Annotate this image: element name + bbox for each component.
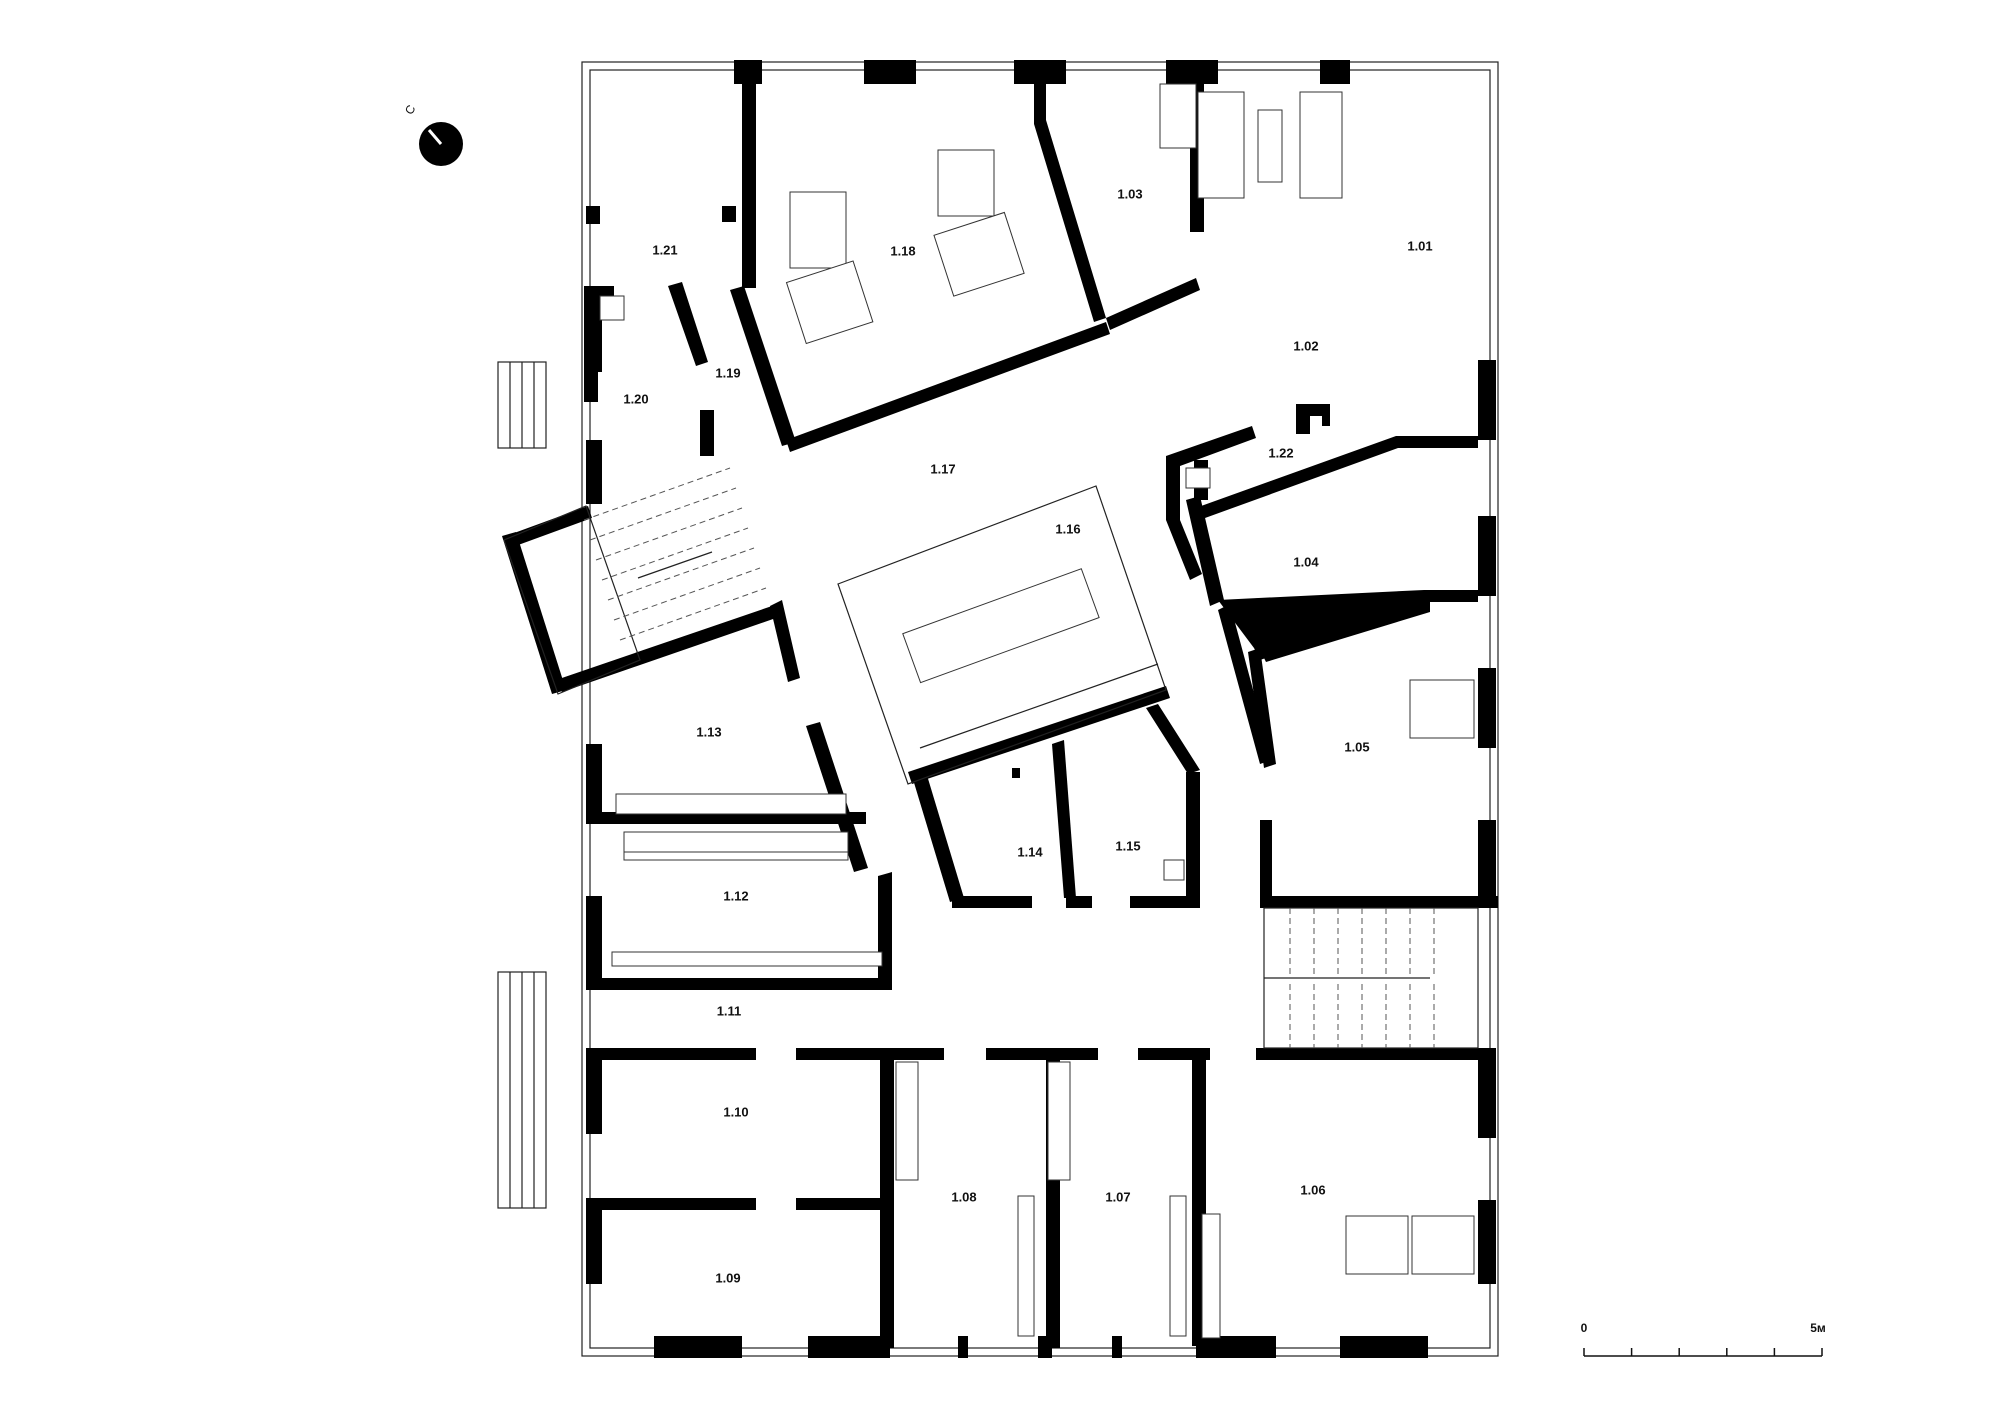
scale-start-label: 0 (1581, 1321, 1588, 1335)
room-label-1.03: 1.03 (1117, 186, 1142, 201)
room-label-1.16: 1.16 (1055, 521, 1080, 536)
room-label-1.18: 1.18 (890, 243, 915, 258)
room-label-1.07: 1.07 (1105, 1189, 1130, 1204)
furniture (599, 83, 1475, 1339)
room-labels: 1.01 1.02 1.03 1.04 1.05 1.06 1.07 1.08 … (623, 186, 1432, 1285)
room-label-1.04: 1.04 (1293, 554, 1319, 569)
room-label-1.15: 1.15 (1115, 838, 1140, 853)
room-label-1.05: 1.05 (1344, 739, 1369, 754)
interior-walls (502, 66, 1498, 1348)
room-label-1.06: 1.06 (1300, 1182, 1325, 1197)
room-label-1.02: 1.02 (1293, 338, 1318, 353)
room-label-1.19: 1.19 (715, 365, 740, 380)
room-label-1.21: 1.21 (652, 242, 677, 257)
room-label-1.10: 1.10 (723, 1104, 748, 1119)
right-staircase (1263, 907, 1479, 1049)
exterior-walls (586, 60, 1496, 1358)
building-outline (581, 61, 1499, 1357)
room-label-1.22: 1.22 (1268, 445, 1293, 460)
room-label-1.11: 1.11 (717, 1003, 742, 1018)
left-staircase (503, 467, 767, 695)
entrance-steps (497, 361, 547, 1209)
room-label-1.09: 1.09 (715, 1270, 740, 1285)
compass-label: С (402, 102, 419, 117)
room-label-1.17: 1.17 (930, 461, 955, 476)
room-label-1.13: 1.13 (696, 724, 721, 739)
room-label-1.01: 1.01 (1407, 238, 1432, 253)
north-compass: С (402, 102, 463, 166)
room-label-1.14: 1.14 (1017, 844, 1043, 859)
scale-end-label: 5м (1810, 1321, 1826, 1335)
room-label-1.08: 1.08 (951, 1189, 976, 1204)
conference-room-outline (837, 485, 1167, 785)
scale-bar: 0 5м (1581, 1321, 1826, 1357)
room-label-1.12: 1.12 (723, 888, 748, 903)
room-label-1.20: 1.20 (623, 391, 648, 406)
